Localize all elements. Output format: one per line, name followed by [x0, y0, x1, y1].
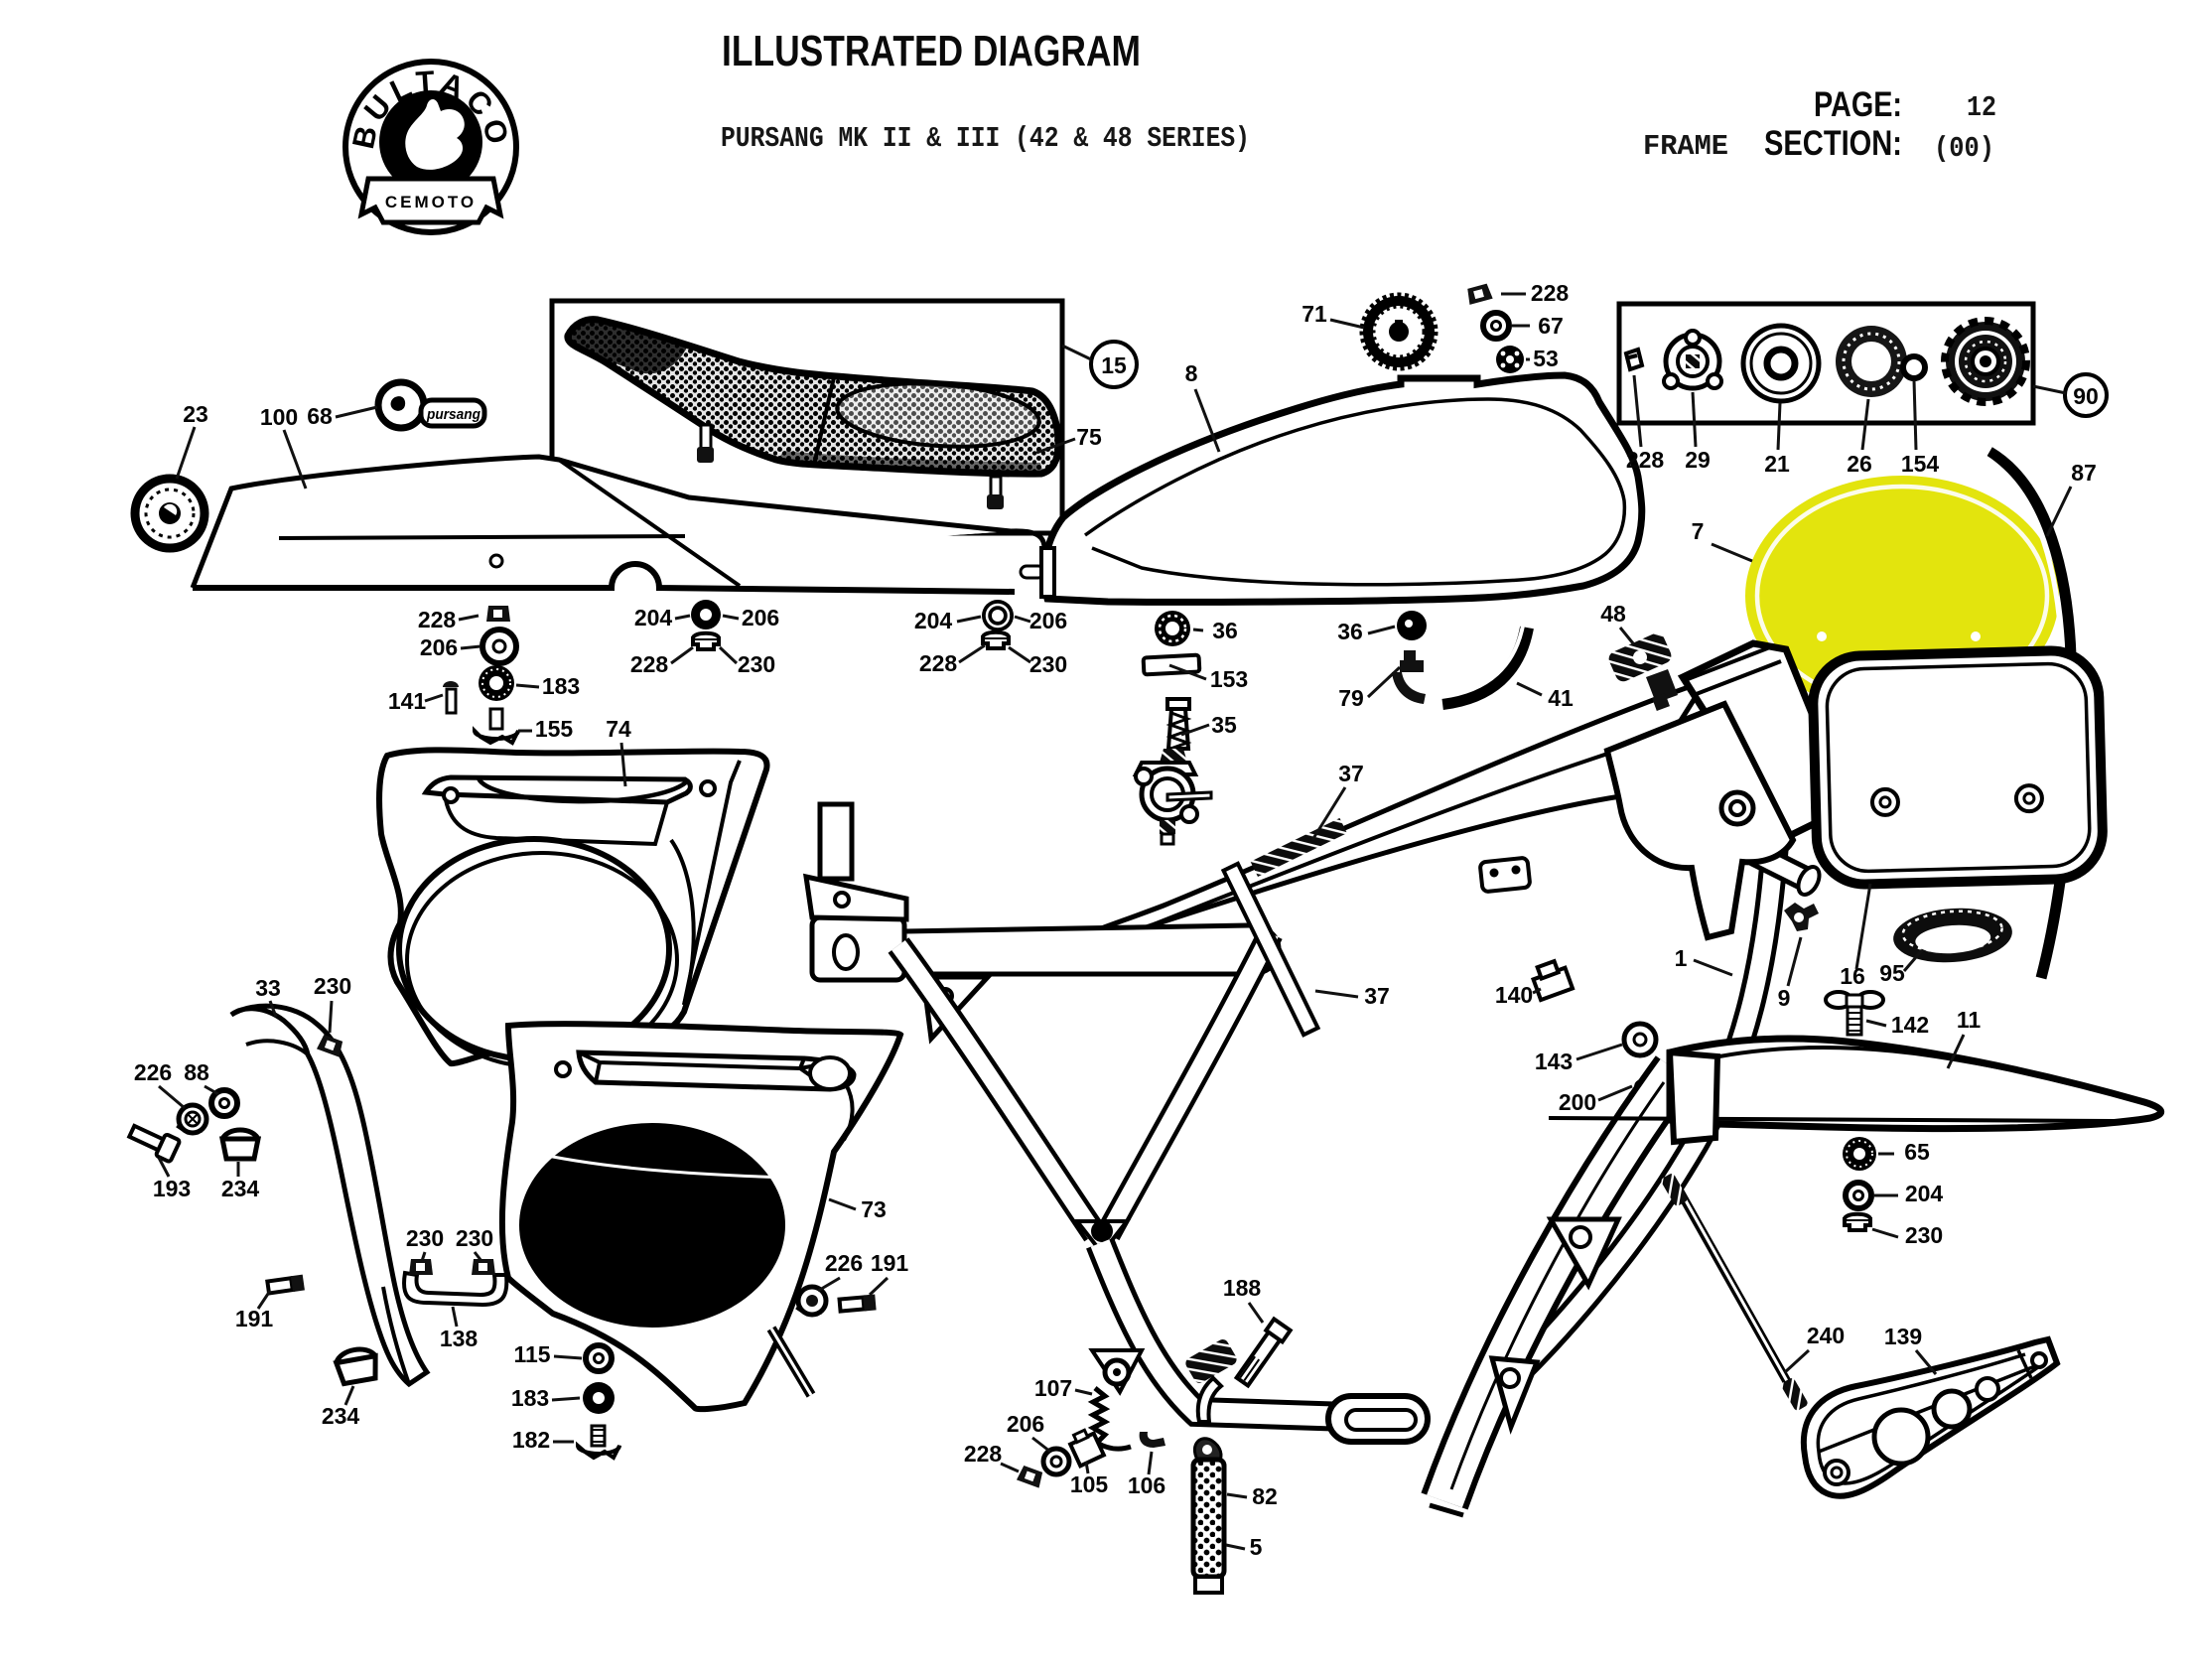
svg-text:9: 9: [1778, 985, 1791, 1011]
svg-text:(00): (00): [1934, 132, 1994, 165]
svg-text:SECTION:: SECTION:: [1764, 124, 1902, 163]
svg-text:228: 228: [1626, 447, 1665, 473]
svg-text:230: 230: [456, 1225, 493, 1251]
svg-text:88: 88: [184, 1059, 209, 1085]
svg-text:106: 106: [1128, 1472, 1165, 1498]
svg-text:74: 74: [606, 716, 631, 742]
svg-text:206: 206: [1029, 608, 1067, 633]
svg-text:5: 5: [1250, 1534, 1263, 1560]
svg-text:143: 143: [1535, 1049, 1573, 1074]
svg-text:35: 35: [1211, 712, 1237, 738]
svg-text:226: 226: [134, 1059, 172, 1085]
svg-text:141: 141: [388, 688, 427, 714]
svg-text:pursang: pursang: [426, 406, 480, 423]
svg-text:226: 226: [825, 1250, 863, 1276]
svg-text:230: 230: [314, 973, 351, 999]
svg-text:228: 228: [418, 607, 457, 632]
svg-text:PAGE:: PAGE:: [1814, 85, 1902, 124]
svg-text:142: 142: [1891, 1012, 1929, 1038]
svg-text:75: 75: [1076, 424, 1102, 450]
svg-text:234: 234: [221, 1176, 260, 1201]
svg-text:206: 206: [742, 605, 779, 630]
svg-text:240: 240: [1807, 1323, 1845, 1348]
svg-text:153: 153: [1210, 666, 1248, 692]
svg-text:7: 7: [1692, 518, 1705, 544]
svg-text:206: 206: [1007, 1411, 1044, 1437]
svg-text:12: 12: [1967, 91, 1996, 124]
svg-text:228: 228: [964, 1441, 1003, 1467]
svg-text:29: 29: [1685, 447, 1711, 473]
svg-text:230: 230: [1905, 1222, 1943, 1248]
svg-text:230: 230: [738, 651, 775, 677]
svg-text:67: 67: [1538, 313, 1564, 339]
svg-text:41: 41: [1548, 685, 1574, 711]
svg-text:ILLUSTRATED DIAGRAM: ILLUSTRATED DIAGRAM: [722, 27, 1141, 75]
svg-text:140: 140: [1495, 982, 1533, 1008]
svg-text:36: 36: [1337, 619, 1363, 644]
svg-text:107: 107: [1034, 1375, 1072, 1401]
svg-text:FRAME: FRAME: [1643, 130, 1728, 163]
svg-text:36: 36: [1212, 618, 1238, 643]
svg-text:230: 230: [406, 1225, 444, 1251]
svg-text:CEMOTO: CEMOTO: [385, 193, 477, 211]
svg-text:193: 193: [153, 1176, 191, 1201]
svg-text:204: 204: [1905, 1181, 1944, 1206]
svg-text:21: 21: [1764, 451, 1790, 477]
svg-text:155: 155: [535, 716, 574, 742]
svg-text:183: 183: [542, 673, 580, 699]
svg-text:87: 87: [2071, 460, 2097, 486]
svg-text:204: 204: [634, 605, 673, 630]
svg-text:100: 100: [260, 404, 298, 430]
svg-text:188: 188: [1223, 1275, 1262, 1301]
svg-text:79: 79: [1338, 685, 1364, 711]
svg-text:228: 228: [919, 650, 958, 676]
svg-text:16: 16: [1840, 963, 1865, 989]
svg-text:15: 15: [1101, 352, 1127, 378]
svg-text:138: 138: [440, 1326, 479, 1351]
svg-text:8: 8: [1185, 360, 1198, 386]
svg-text:73: 73: [861, 1196, 887, 1222]
svg-text:200: 200: [1559, 1089, 1596, 1115]
svg-text:228: 228: [630, 651, 669, 677]
svg-text:53: 53: [1533, 346, 1559, 371]
svg-text:23: 23: [183, 401, 208, 427]
svg-text:PURSANG MK II & III (42 & 48 S: PURSANG MK II & III (42 & 48 SERIES): [721, 122, 1250, 155]
svg-text:105: 105: [1070, 1471, 1109, 1497]
svg-text:26: 26: [1847, 451, 1872, 477]
svg-text:228: 228: [1531, 280, 1570, 306]
svg-text:139: 139: [1884, 1324, 1922, 1349]
svg-text:90: 90: [2073, 383, 2099, 409]
svg-text:206: 206: [420, 634, 458, 660]
svg-text:154: 154: [1901, 451, 1940, 477]
svg-text:48: 48: [1600, 601, 1626, 627]
svg-text:183: 183: [511, 1385, 549, 1411]
svg-text:82: 82: [1252, 1483, 1278, 1509]
svg-text:11: 11: [1957, 1007, 1982, 1033]
svg-text:1: 1: [1675, 945, 1688, 971]
svg-text:65: 65: [1904, 1139, 1930, 1165]
svg-text:230: 230: [1029, 651, 1067, 677]
svg-text:37: 37: [1364, 983, 1390, 1009]
svg-text:33: 33: [255, 975, 281, 1001]
svg-text:234: 234: [322, 1403, 360, 1429]
svg-text:71: 71: [1302, 301, 1327, 327]
svg-text:68: 68: [307, 403, 333, 429]
svg-text:204: 204: [914, 608, 953, 633]
svg-text:191: 191: [235, 1306, 274, 1331]
svg-text:115: 115: [513, 1341, 550, 1367]
svg-text:95: 95: [1879, 960, 1905, 986]
svg-text:182: 182: [512, 1427, 550, 1453]
svg-text:191: 191: [871, 1250, 909, 1276]
svg-text:37: 37: [1338, 761, 1364, 786]
